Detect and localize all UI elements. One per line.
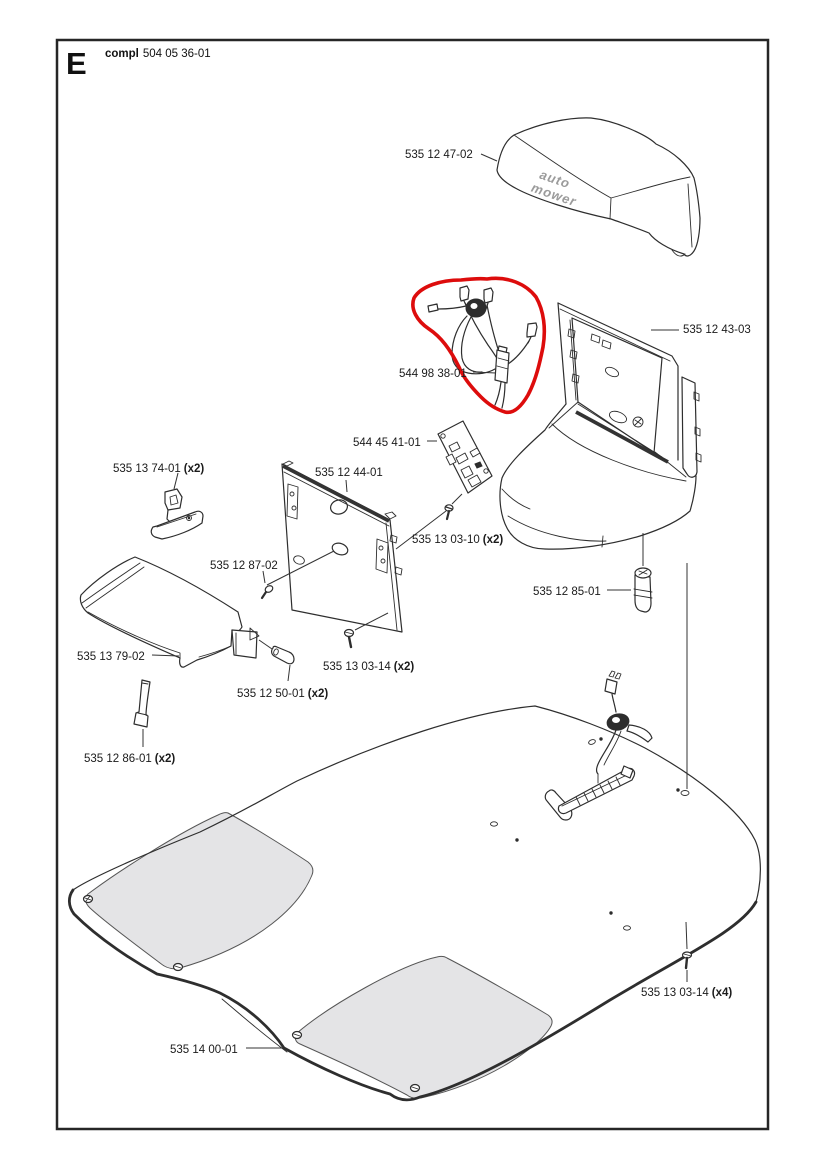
screw-0310-drawing bbox=[444, 504, 454, 521]
automower-logo: auto mower bbox=[529, 167, 578, 209]
part-label-chassis: 535 14 00-01 bbox=[170, 1044, 238, 1056]
screw-0314b-drawing bbox=[681, 921, 693, 982]
latch-bracket-drawing bbox=[150, 488, 204, 540]
mounting-plate-drawing bbox=[266, 460, 403, 633]
part-label-bushing: 535 12 85-01 bbox=[533, 586, 601, 598]
part-label-latch-bracket: 535 13 74-01(x2) bbox=[113, 463, 204, 475]
pin-drawing bbox=[271, 645, 295, 682]
part-label-hatch-cover: 535 13 79-02 bbox=[77, 651, 145, 663]
chassis-drawing bbox=[67, 670, 761, 1102]
part-label-screw-8702: 535 12 87-02 bbox=[210, 560, 278, 572]
part-label-upper-body: 535 12 43-03 bbox=[683, 324, 751, 336]
section-letter: E bbox=[66, 46, 87, 81]
part-label-mounting-plate: 535 12 44-01 bbox=[315, 467, 383, 479]
leader-lines bbox=[142, 153, 679, 1049]
cable-harness-drawing bbox=[411, 276, 547, 415]
part-label-screw-0314-x2: 535 13 03-14(x2) bbox=[323, 661, 414, 673]
part-label-screw-0310: 535 13 03-10(x2) bbox=[412, 534, 503, 546]
screw-0314a-drawing bbox=[343, 628, 355, 649]
screw-8702-drawing bbox=[260, 585, 274, 600]
red-highlight-circle bbox=[411, 276, 547, 415]
upper-body-drawing bbox=[499, 302, 702, 550]
part-label-cable-harness: 544 98 38-01 bbox=[399, 368, 467, 380]
chassis-cable-drawing bbox=[544, 670, 653, 821]
hatch-cover-drawing bbox=[79, 556, 273, 668]
strip-drawing bbox=[133, 679, 151, 746]
circuit-board-drawing bbox=[395, 420, 493, 550]
bushing-drawing bbox=[633, 533, 690, 796]
part-label-circuit-board: 544 45 41-01 bbox=[353, 437, 421, 449]
part-label-strip: 535 12 86-01(x2) bbox=[84, 753, 175, 765]
part-label-screw-0314-x4: 535 13 03-14(x4) bbox=[641, 987, 732, 999]
chassis-screws bbox=[82, 894, 421, 1093]
top-cover-drawing: auto mower bbox=[496, 117, 701, 257]
left-gray-patch bbox=[85, 812, 314, 970]
page-border bbox=[55, 38, 770, 1131]
part-label-pin: 535 12 50-01(x2) bbox=[237, 688, 328, 700]
part-label-cover: 535 12 47-02 bbox=[405, 149, 473, 161]
part-labels: 535 12 47-02 535 12 43-03 544 98 38-01 5… bbox=[77, 149, 751, 1056]
bottom-gray-patch bbox=[294, 955, 553, 1099]
